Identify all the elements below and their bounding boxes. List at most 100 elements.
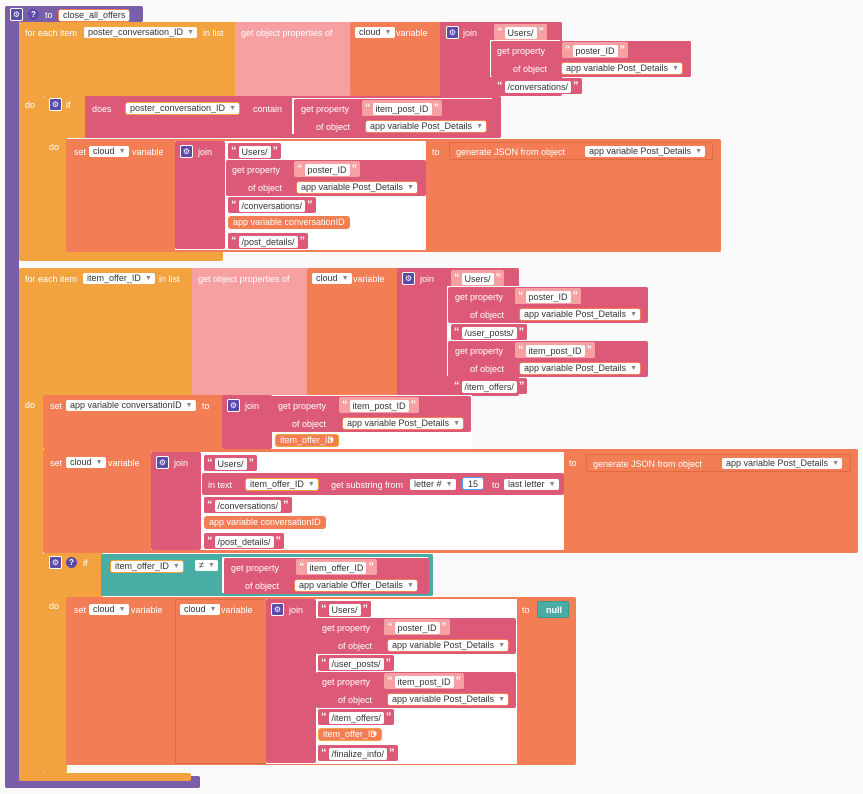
post-details-dropdown[interactable]: app variable Post_Details▼ [519,308,642,321]
gear-icon[interactable]: ⚙ [10,8,23,21]
gear-icon[interactable]: ⚙ [446,26,459,39]
join-label: join [198,147,213,157]
text-conversations[interactable]: “/conversations/” [494,78,582,94]
text-users[interactable]: “Users/” [228,143,282,159]
cloud-dropdown[interactable]: cloud▼ [179,603,221,616]
letter-index-number[interactable]: 15 [462,477,485,490]
loop-variable-poster-conversation-id[interactable]: poster_conversation_ID▼ [83,26,199,39]
text-item-post-id[interactable]: “item_post_ID” [339,397,420,413]
text-item-offers[interactable]: “/item_offers/” [318,709,395,725]
text-post-details[interactable]: “/post_details/” [228,233,309,249]
cloud-dropdown[interactable]: cloud▼ [65,456,107,469]
for-each-1-footer [19,251,223,261]
gear-icon[interactable]: ⚙ [402,272,415,285]
poster-conversation-id-ref[interactable]: poster_conversation_ID▼ [125,102,241,115]
get-property-label: get property [322,677,371,687]
null-block[interactable] [537,601,569,618]
join-block-2[interactable] [175,141,225,249]
get-property-label: get property [322,623,371,633]
get-object-properties-block-1[interactable] [235,22,352,96]
gear-icon[interactable]: ⚙ [271,603,284,616]
get-object-properties-label: get object properties of [198,274,290,284]
cloud-dropdown[interactable]: cloud▼ [354,26,396,39]
text-users[interactable]: “Users/” [204,455,258,471]
text-user-posts[interactable]: “/user_posts/” [318,655,395,671]
to-label: to [45,10,53,20]
text-users[interactable]: “Users/” [318,601,372,617]
text-conversations[interactable]: “/conversations/” [204,497,292,513]
post-details-dropdown[interactable]: app variable Post_Details▼ [584,145,707,158]
cloud-dropdown[interactable]: cloud▼ [311,272,353,285]
post-details-dropdown[interactable]: app variable Post_Details▼ [387,639,510,652]
text-finalize-info[interactable]: “/finalize_info/” [318,745,398,761]
text-item-offers[interactable]: “/item_offers/” [451,378,528,394]
of-object-label: of object [316,122,351,132]
item-offer-id-ref[interactable]: item_offer_ID▼ [245,478,319,491]
neq-operator-dropdown[interactable]: ≠▼ [194,559,219,572]
cloud-variable-block-3[interactable] [175,599,267,764]
text-post-details[interactable]: “/post_details/” [204,533,285,549]
cloud-dropdown[interactable]: cloud▼ [88,603,130,616]
join-label: join [420,274,435,284]
item-offer-id-ref[interactable]: item_offer_ID▼ [318,728,382,741]
gear-icon[interactable]: ⚙ [227,399,240,412]
text-users[interactable]: “Users/” [494,24,548,40]
offer-details-dropdown[interactable]: app variable Offer_Details▼ [294,579,418,592]
variable-label: variable [396,28,428,38]
post-details-dropdown[interactable]: app variable Post_Details▼ [342,417,465,430]
loop-variable-item-offer-id[interactable]: item_offer_ID▼ [82,272,156,285]
of-object-label: of object [470,364,505,374]
cloud-variable-block-2[interactable] [307,268,399,396]
text-item-post-id[interactable]: “item_post_ID” [362,100,443,116]
letter-index-dropdown[interactable]: letter #▼ [409,478,457,491]
text-item-post-id[interactable]: “item_post_ID” [384,673,465,689]
text-poster-id[interactable]: “poster_ID” [294,161,361,177]
text-users[interactable]: “Users/” [451,270,505,286]
help-icon[interactable]: ? [28,9,39,20]
variable-label: variable [108,458,140,468]
post-details-dropdown[interactable]: app variable Post_Details▼ [519,362,642,375]
gear-icon[interactable]: ⚙ [180,145,193,158]
to-label: to [492,480,500,490]
set-label: set [74,147,87,157]
if-label: if [83,558,88,568]
conversation-id-variable[interactable]: app variable conversationID [204,516,326,529]
variable-label: variable [221,605,253,615]
last-letter-dropdown[interactable]: last letter▼ [503,478,560,491]
join-label: join [463,28,478,38]
text-poster-id[interactable]: “poster_ID” [562,42,629,58]
procedure-name-field[interactable]: close_all_offers [58,9,131,22]
post-details-dropdown[interactable]: app variable Post_Details▼ [387,693,510,706]
text-item-offer-id[interactable]: “item_offer_ID” [296,559,377,575]
of-object-label: of object [248,183,283,193]
if-label: if [66,100,71,110]
post-details-dropdown[interactable]: app variable Post_Details▼ [561,62,684,75]
variable-label: variable [353,274,385,284]
gear-icon[interactable]: ⚙ [156,456,169,469]
text-poster-id[interactable]: “poster_ID” [515,288,582,304]
item-offer-id-ref[interactable]: item_offer_ID▼ [110,560,184,573]
join-block-6[interactable] [266,599,316,763]
gear-icon[interactable]: ⚙ [49,556,62,569]
item-offer-id-ref[interactable]: item_offer_ID▼ [275,434,339,447]
post-details-dropdown[interactable]: app variable Post_Details▼ [296,181,419,194]
get-object-properties-block-2[interactable] [192,268,308,396]
get-substring-label: get substring from [331,480,404,490]
for-each-1-body-bar [19,94,43,254]
cloud-dropdown[interactable]: cloud▼ [88,145,130,158]
get-property-label: get property [455,292,504,302]
procedure-body-bar [5,20,19,788]
gear-icon[interactable]: ⚙ [49,98,62,111]
post-details-dropdown[interactable]: app variable Post_Details▼ [365,120,488,133]
help-icon[interactable]: ? [66,557,77,568]
text-user-posts[interactable]: “/user_posts/” [451,324,528,340]
for-each-block-2[interactable] [19,268,193,396]
post-details-dropdown[interactable]: app variable Post_Details▼ [721,457,844,470]
text-conversations[interactable]: “/conversations/” [228,197,316,213]
conversation-id-variable[interactable]: app variable conversationID [228,216,350,229]
text-item-post-id[interactable]: “item_post_ID” [515,342,596,358]
text-poster-id[interactable]: “poster_ID” [384,619,451,635]
conversation-id-dropdown[interactable]: app variable conversationID▼ [65,399,197,412]
null-label: null [546,605,562,615]
in-list-label: in list [203,28,224,38]
